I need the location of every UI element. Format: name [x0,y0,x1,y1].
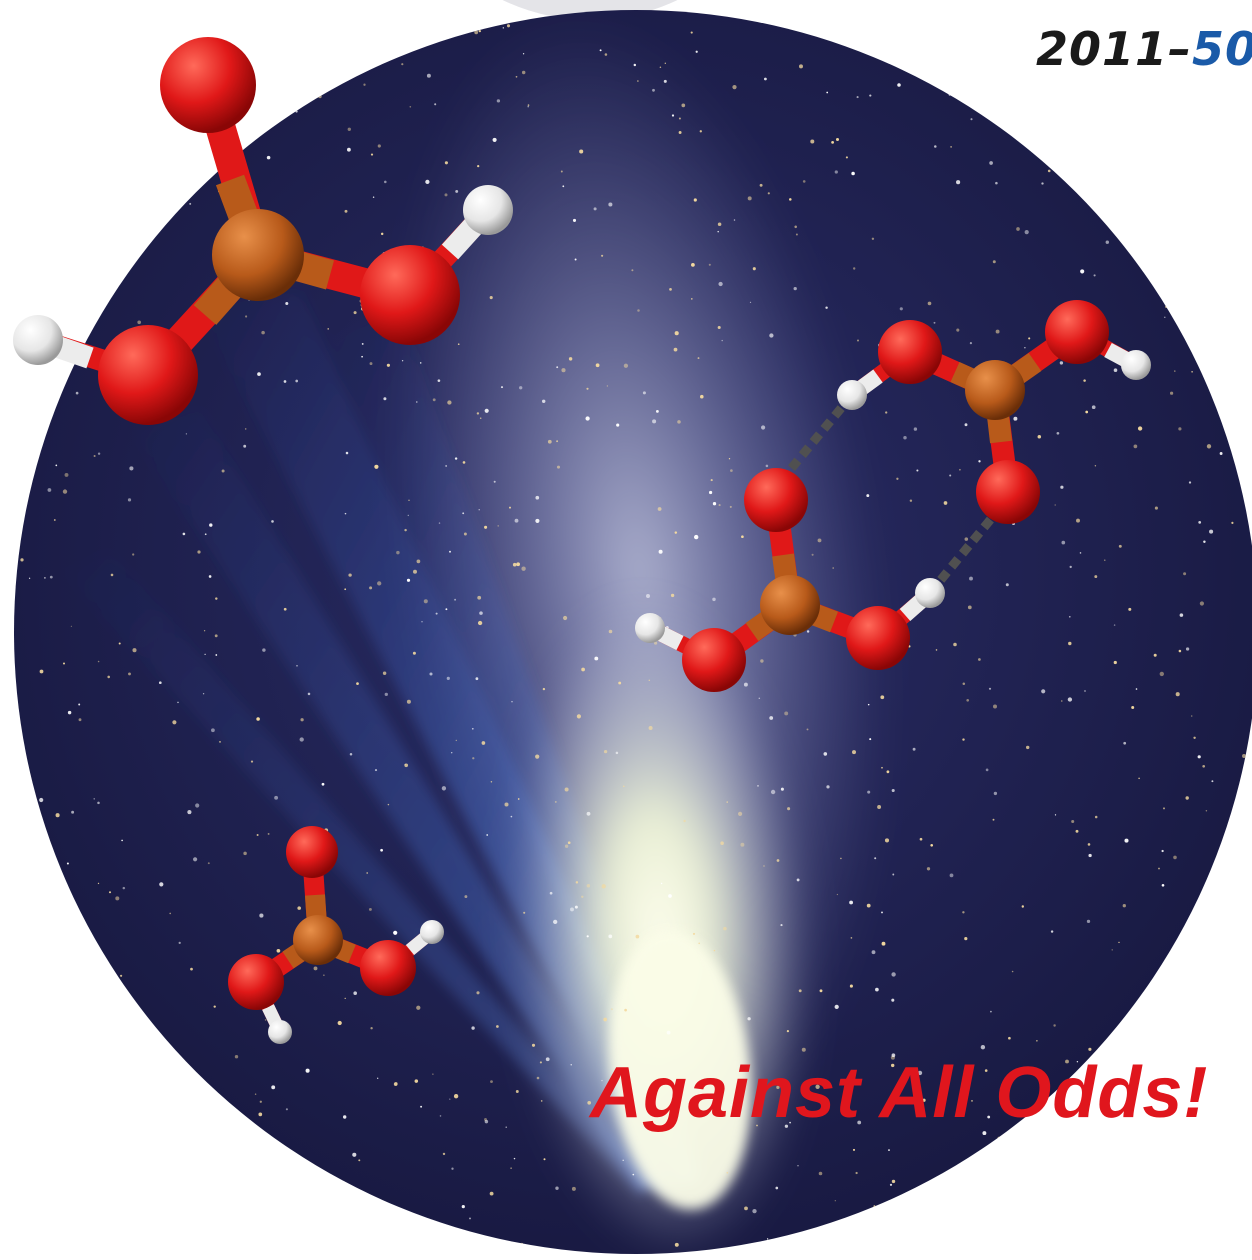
year-code: 2011 [1035,22,1168,76]
carbonic-acid-molecule-dimer-lower [635,468,945,692]
carbonic-acid-molecule-small [228,826,444,1044]
cover-headline: Against All Odds! [590,1053,1209,1133]
issue-code: 50 [1191,22,1252,76]
hydrogen-bonds [786,392,1004,596]
carbonic-acid-molecule-large [13,37,513,425]
issue-number: 2011–50 [1036,22,1252,76]
carbonic-acid-molecule-dimer-upper [837,300,1151,524]
comet-disc-illustration [13,10,1252,1254]
